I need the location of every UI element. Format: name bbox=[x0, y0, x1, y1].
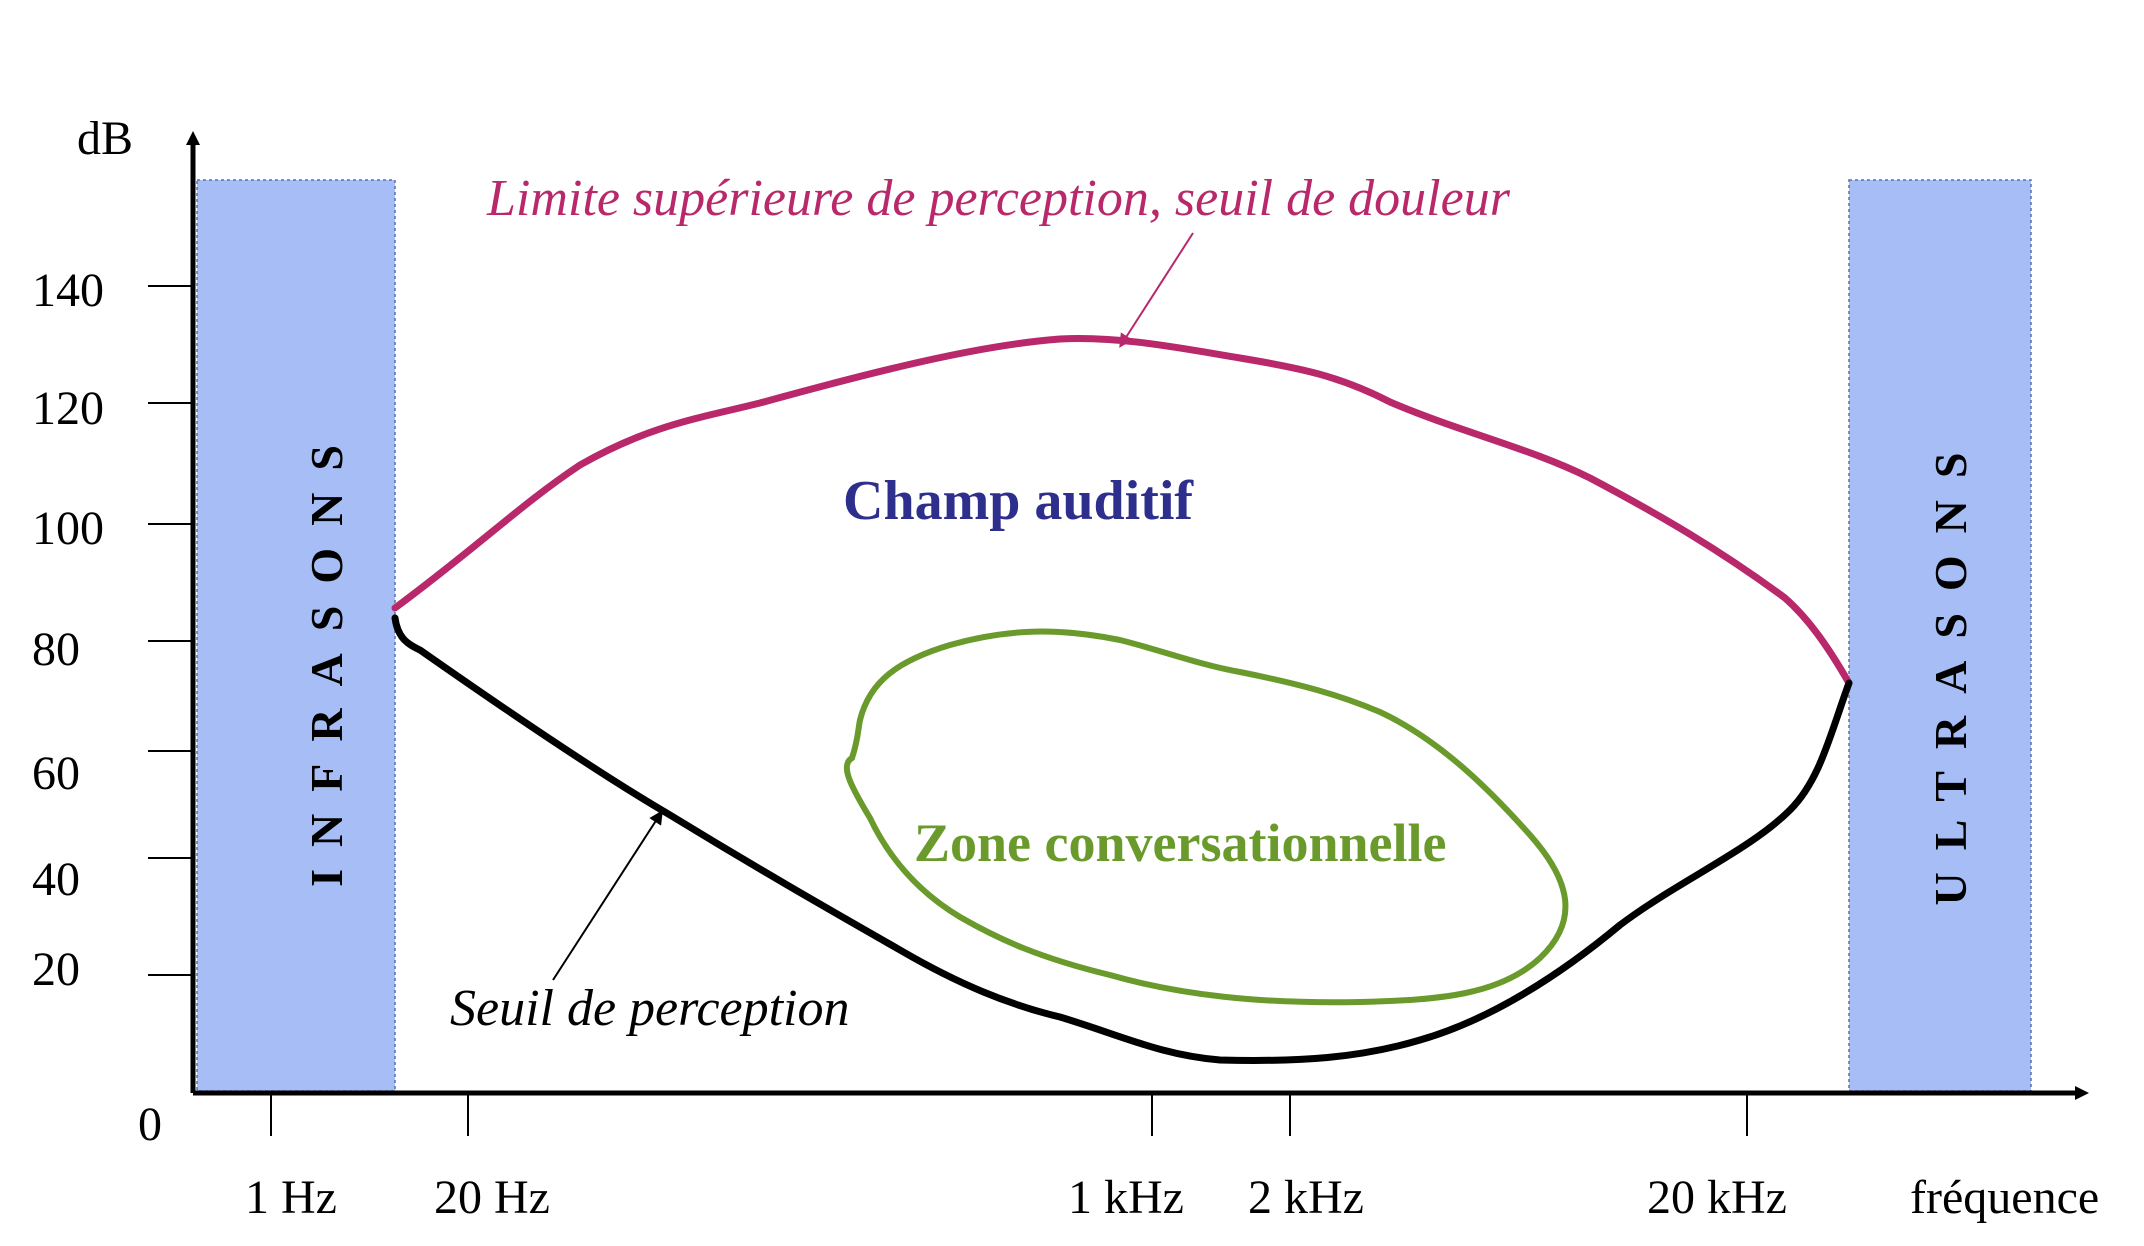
y-ticks bbox=[148, 285, 193, 976]
infrasons-label: INFRASONS bbox=[301, 423, 352, 887]
x-tick-label: 1 Hz bbox=[245, 1171, 337, 1224]
x-tick-label: 20 kHz bbox=[1647, 1171, 1787, 1224]
x-tick-label: 1 kHz bbox=[1068, 1171, 1184, 1224]
y-tick-label: 20 bbox=[32, 943, 80, 996]
upper-label-arrow bbox=[1119, 232, 1194, 348]
y-tick-label: 60 bbox=[32, 747, 80, 800]
y-axis-label: dB bbox=[77, 112, 133, 165]
y-tick-label: 140 bbox=[32, 264, 104, 317]
upper-limit-label: Limite supérieure de perception, seuil d… bbox=[486, 170, 1511, 227]
y-tick-label: 80 bbox=[32, 623, 80, 676]
auditory-field-label: Champ auditif bbox=[843, 470, 1194, 532]
conversation-zone-label: Zone conversationnelle bbox=[914, 813, 1446, 873]
x-axis-label: fréquence bbox=[1910, 1171, 2099, 1224]
threshold-label: Seuil de perception bbox=[450, 980, 850, 1037]
x-ticks bbox=[270, 1093, 1748, 1136]
y-tick-label: 120 bbox=[32, 382, 104, 435]
y-tick-label: 100 bbox=[32, 502, 104, 555]
origin-label: 0 bbox=[138, 1098, 162, 1151]
conversation-zone-curve bbox=[843, 628, 1569, 1006]
threshold-label-arrow bbox=[552, 810, 663, 981]
y-tick-label: 40 bbox=[32, 853, 80, 906]
perception-threshold-curve bbox=[391, 614, 1853, 1064]
ultrasons-label: ULTRASONS bbox=[1925, 431, 1976, 906]
ultrasons-band bbox=[1848, 179, 2032, 1092]
x-tick-label: 2 kHz bbox=[1248, 1171, 1364, 1224]
pain-threshold-curve bbox=[391, 335, 1853, 687]
x-tick-label: 20 Hz bbox=[434, 1171, 550, 1224]
infrasons-band bbox=[196, 179, 396, 1092]
